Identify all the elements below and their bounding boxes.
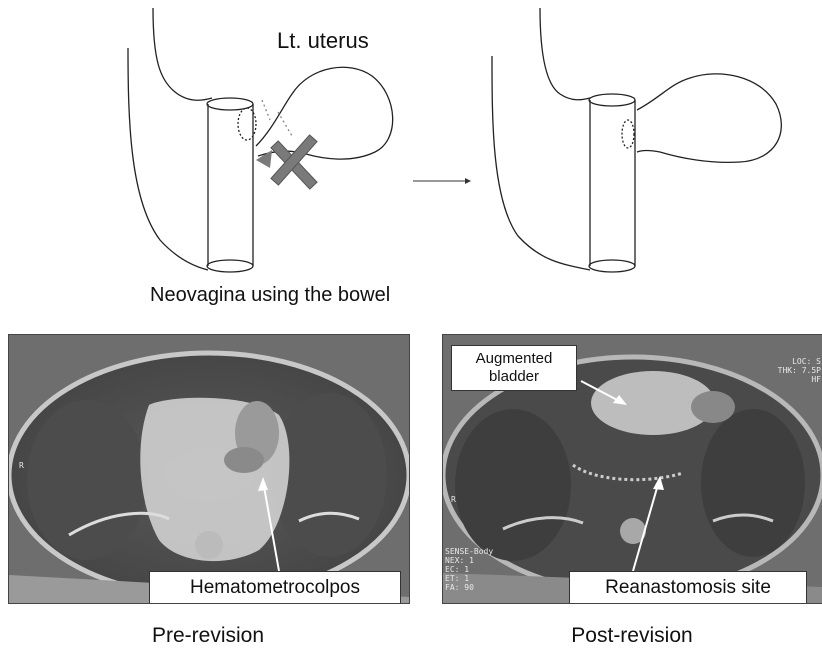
- caption-post-revision: Post-revision: [442, 624, 822, 648]
- neovagina-left-bottom: [207, 260, 253, 272]
- neovagina-right: [590, 100, 635, 266]
- overlay-top-right: LOC: S THK: 7.5P HF: [778, 357, 821, 384]
- label-lt-uterus: Lt. uterus: [277, 28, 369, 54]
- reanastomosis-dashed: [622, 120, 634, 148]
- side-marker-left: R: [19, 461, 24, 470]
- callout-hematometrocolpos: Hematometrocolpos: [149, 571, 401, 604]
- body-contour-right-outer: [492, 56, 590, 270]
- body-contour-left-outer: [128, 48, 208, 270]
- neovagina-left-top: [207, 98, 253, 110]
- blocked-arrow: [256, 142, 310, 182]
- transition-arrow: [413, 178, 471, 184]
- mri-panel-post-revision: R LOC: S THK: 7.5P HF SENSE-Body NEX: 1 …: [442, 334, 822, 604]
- neovagina-right-top: [589, 94, 635, 106]
- uterus-right: [637, 74, 781, 163]
- callout-augmented-line1: Augmented: [476, 350, 553, 368]
- callout-augmented-line2: bladder: [489, 368, 539, 386]
- right-schematic: [492, 8, 781, 272]
- callout-augmented-bladder: Augmented bladder: [451, 345, 577, 391]
- mri-image-pre: [9, 335, 409, 603]
- overlay-bottom-left: SENSE-Body NEX: 1 EC: 1 ET: 1 FA: 90: [445, 547, 493, 592]
- neovagina-left: [208, 104, 253, 266]
- caption-neovagina: Neovagina using the bowel: [150, 284, 390, 307]
- body-contour-right-inner: [540, 8, 590, 100]
- caption-pre-revision: Pre-revision: [8, 624, 408, 648]
- neovagina-right-bottom: [589, 260, 635, 272]
- side-marker-right: R: [451, 495, 456, 504]
- callout-reanastomosis-site: Reanastomosis site: [569, 571, 807, 604]
- mri-panel-pre-revision: R Hematometrocolpos: [8, 334, 410, 604]
- body-contour-left-inner: [153, 8, 212, 100]
